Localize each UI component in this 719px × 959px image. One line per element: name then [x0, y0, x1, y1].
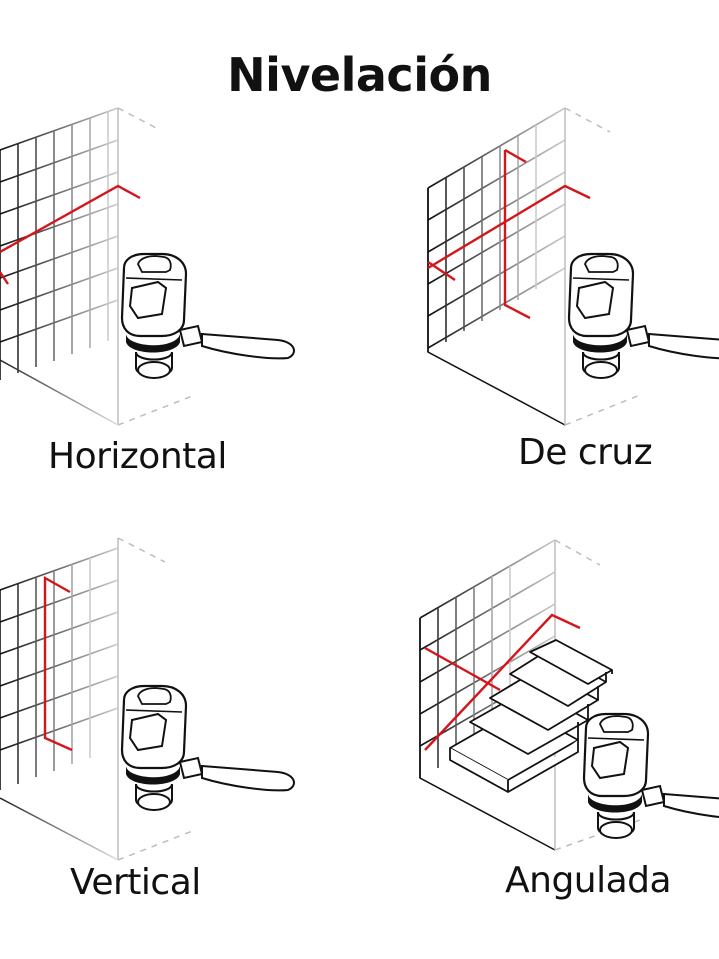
label-de-cruz: De cruz: [518, 432, 653, 473]
laser-line-horizontal: [0, 184, 141, 285]
room-edges: [0, 537, 196, 861]
page-title: Nivelación: [227, 48, 492, 102]
wall-grid-icon: [0, 107, 119, 380]
panel-horizontal: [0, 107, 296, 426]
wall-grid-icon: [427, 107, 566, 352]
room-edges: [0, 107, 196, 426]
laser-level-icon: [120, 252, 296, 380]
laser-level-icon: [567, 252, 719, 380]
label-horizontal: Horizontal: [48, 436, 227, 477]
panel-vertical: [0, 537, 296, 861]
laser-line-vertical: [43, 575, 73, 752]
laser-level-icon: [120, 684, 296, 812]
laser-level-icon: [582, 712, 719, 840]
label-angulada: Angulada: [505, 860, 672, 901]
room-edges: [427, 107, 641, 426]
laser-line-angled: [424, 613, 581, 751]
laser-line-cross: [427, 148, 591, 320]
wall-grid-icon: [0, 547, 119, 790]
label-vertical: Vertical: [70, 862, 201, 903]
staircase-icon: [449, 639, 613, 793]
panel-de-cruz: [427, 107, 719, 426]
panel-angulada: [419, 539, 719, 851]
